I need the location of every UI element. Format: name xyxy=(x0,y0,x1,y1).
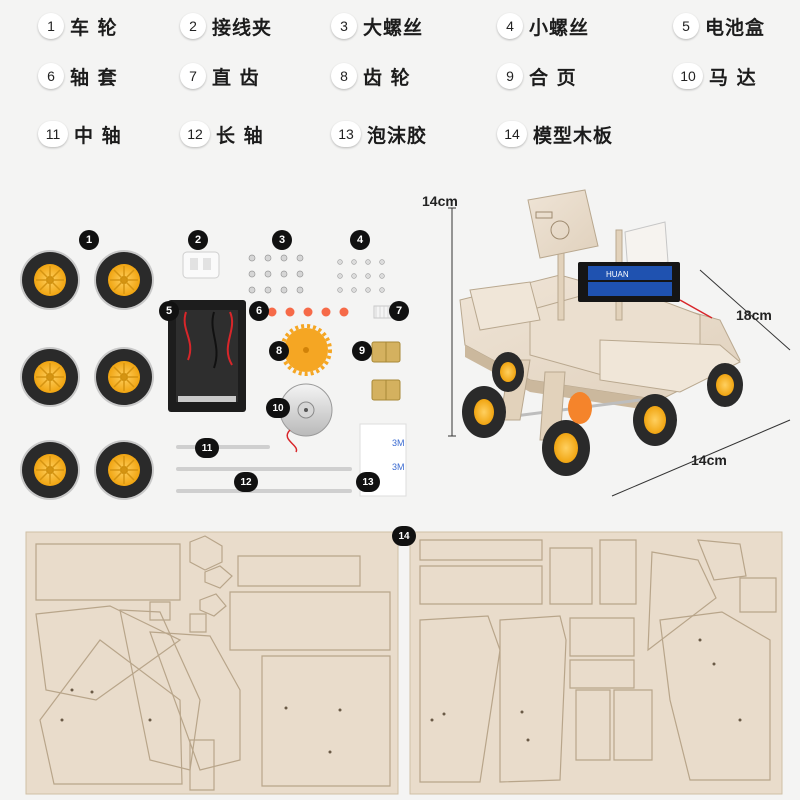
legend-item: 13 泡沫胶 xyxy=(331,119,427,149)
battery-label: HUAN xyxy=(606,270,629,279)
small-screws xyxy=(337,259,385,293)
legend-label: 直 齿 xyxy=(212,66,260,89)
legend-number: 11 xyxy=(38,121,68,147)
legend-item: 5 电池盒 xyxy=(673,11,765,41)
wheel xyxy=(20,347,80,407)
wheel xyxy=(94,440,154,500)
legend-label: 马 达 xyxy=(709,66,757,89)
legend-label: 接线夹 xyxy=(212,16,273,39)
marker-battery-box: 5 xyxy=(159,301,179,321)
hinges xyxy=(371,341,401,401)
legend-number: 8 xyxy=(331,63,357,89)
svg-text:3M: 3M xyxy=(392,438,405,448)
marker-long-axle: 12 xyxy=(234,472,258,492)
legend-label: 模型木板 xyxy=(533,124,614,147)
legend-item: 1 车 轮 xyxy=(38,11,118,41)
legend-number: 5 xyxy=(673,13,699,39)
marker-gear: 8 xyxy=(269,341,289,361)
legend-item: 6 轴 套 xyxy=(38,61,118,91)
legend-number: 3 xyxy=(331,13,357,39)
wood-board-left xyxy=(25,531,399,795)
legend-item: 2 接线夹 xyxy=(180,11,272,41)
legend-number: 4 xyxy=(497,13,523,39)
spur-gear xyxy=(373,305,393,319)
legend-item: 10 马 达 xyxy=(673,61,757,91)
marker-middle-axle: 11 xyxy=(195,438,219,458)
rover-wheel xyxy=(542,420,590,476)
legend-item: 14 模型木板 xyxy=(497,119,613,149)
legend-item: 12 长 轴 xyxy=(180,119,264,149)
svg-text:3M: 3M xyxy=(392,462,405,472)
marker-axle-sleeve: 6 xyxy=(249,301,269,321)
dimension-width: 18cm xyxy=(736,307,772,323)
rover-wheel xyxy=(633,394,677,446)
battery-box xyxy=(168,300,246,412)
marker-motor: 10 xyxy=(266,398,290,418)
legend-label: 车 轮 xyxy=(70,16,118,39)
wheel xyxy=(94,250,154,310)
legend-label: 电池盒 xyxy=(705,16,766,39)
legend-number: 13 xyxy=(331,121,361,147)
legend-item: 9 合 页 xyxy=(497,61,577,91)
legend-item: 7 直 齿 xyxy=(180,61,260,91)
wheel xyxy=(20,250,80,310)
legend-label: 大螺丝 xyxy=(363,16,424,39)
marker-foam-tape: 13 xyxy=(356,472,380,492)
legend-label: 中 轴 xyxy=(74,124,122,147)
length-dimension-line xyxy=(611,419,791,497)
legend-number: 14 xyxy=(497,121,527,147)
rover-wheel xyxy=(462,386,506,438)
legend-number: 10 xyxy=(673,63,703,89)
legend-item: 8 齿 轮 xyxy=(331,61,411,91)
legend-item: 3 大螺丝 xyxy=(331,11,423,41)
legend-label: 小螺丝 xyxy=(529,16,590,39)
marker-wood-boards: 14 xyxy=(392,526,416,546)
wood-board-right xyxy=(409,531,783,795)
legend-label: 合 页 xyxy=(529,66,577,89)
legend-label: 轴 套 xyxy=(70,66,118,89)
legend-number: 12 xyxy=(180,121,210,147)
legend-number: 6 xyxy=(38,63,64,89)
axle-sleeves xyxy=(267,307,349,317)
legend-number: 2 xyxy=(180,13,206,39)
wheel xyxy=(94,347,154,407)
legend-number: 9 xyxy=(497,63,523,89)
legend-item: 11 中 轴 xyxy=(38,119,122,149)
width-dimension-line xyxy=(699,269,791,351)
legend-item: 4 小螺丝 xyxy=(497,11,589,41)
legend-number: 1 xyxy=(38,13,64,39)
dimension-height: 14cm xyxy=(422,193,458,209)
marker-small-screw: 4 xyxy=(350,230,370,250)
marker-hinge: 9 xyxy=(352,341,372,361)
rover-wheel xyxy=(707,363,743,407)
gear xyxy=(280,324,332,376)
marker-wire-clip: 2 xyxy=(188,230,208,250)
rover-wheel xyxy=(492,352,524,392)
wheels xyxy=(20,250,154,500)
legend-label: 泡沫胶 xyxy=(367,124,428,147)
motor xyxy=(279,383,333,453)
wheel xyxy=(20,440,80,500)
legend-number: 7 xyxy=(180,63,206,89)
marker-large-screw: 3 xyxy=(272,230,292,250)
dimension-length: 14cm xyxy=(691,452,727,468)
marker-spur-gear: 7 xyxy=(389,301,409,321)
legend-label: 长 轴 xyxy=(216,124,264,147)
marker-wheel: 1 xyxy=(79,230,99,250)
rover: HUAN xyxy=(448,189,791,497)
legend-label: 齿 轮 xyxy=(363,66,411,89)
wire-clip xyxy=(182,251,220,279)
large-screws xyxy=(248,254,304,294)
